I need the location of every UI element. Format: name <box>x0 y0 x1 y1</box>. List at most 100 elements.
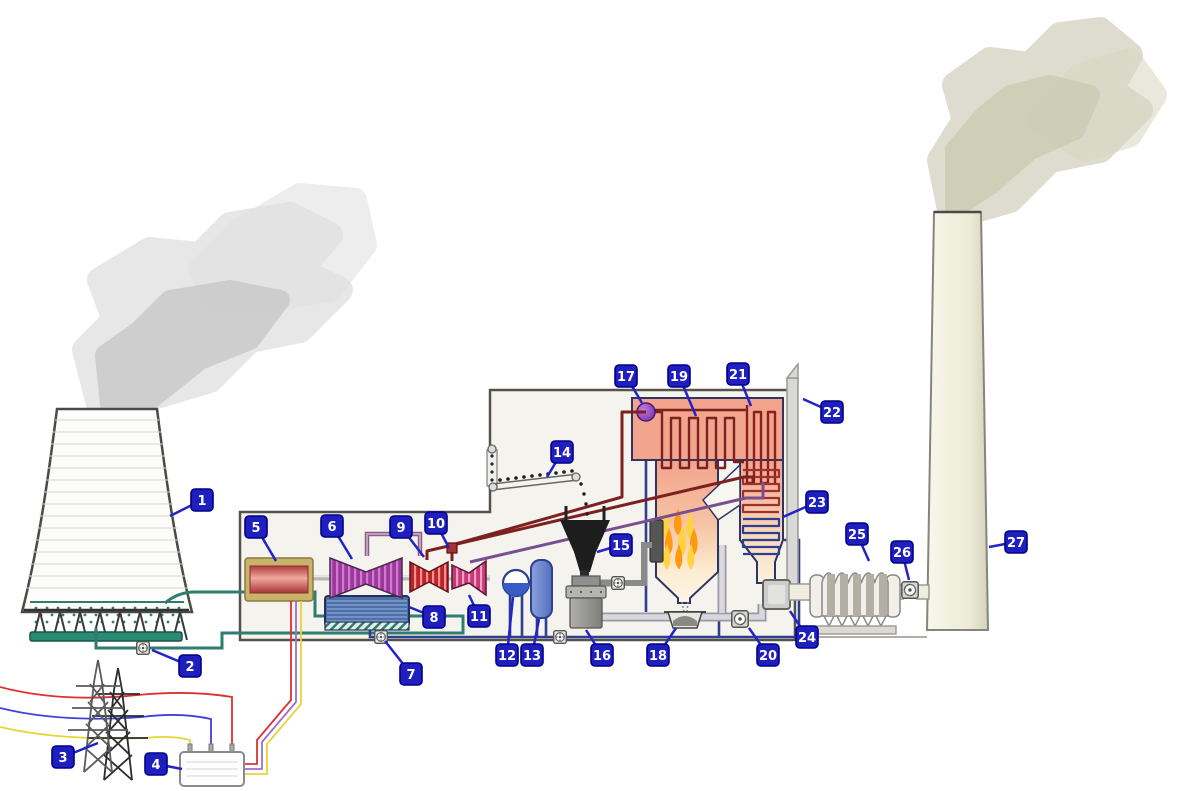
label-box <box>320 514 344 538</box>
cooling-tower-steam-plume <box>72 183 377 421</box>
label-number: 22 <box>823 406 841 421</box>
hot-reheat-pipe <box>425 475 755 560</box>
air-intake-duct <box>785 361 799 585</box>
generator-lead-red <box>244 601 292 765</box>
diagram-label-2: 2 <box>151 648 202 678</box>
diagram-label-19: 19 <box>667 364 698 417</box>
label-box <box>845 522 869 546</box>
precipitator <box>809 572 901 635</box>
label-box <box>190 488 214 512</box>
label-box <box>178 654 202 678</box>
diagram-label-13: 13 <box>520 618 544 667</box>
coal-hopper <box>560 506 610 580</box>
label-number: 9 <box>396 521 405 536</box>
label-number: 7 <box>406 668 415 683</box>
label-box <box>726 362 750 386</box>
diagram-label-1: 1 <box>169 488 214 518</box>
label-number: 8 <box>429 611 438 626</box>
burner <box>649 519 664 563</box>
coal-on-belt <box>498 469 589 516</box>
forced-draught-fan-icon <box>731 610 749 628</box>
diagram-label-6: 6 <box>320 514 354 560</box>
transformer <box>179 743 245 787</box>
diagram-label-7: 7 <box>384 640 423 686</box>
economiser-coil-upper <box>741 468 781 514</box>
label-number: 3 <box>58 751 67 766</box>
phase-wire-blue <box>0 707 212 748</box>
diagram-label-24: 24 <box>788 610 819 649</box>
label-number: 15 <box>612 539 630 554</box>
diagram-label-11: 11 <box>467 594 491 628</box>
label-box <box>550 440 574 464</box>
phase-wire-red <box>0 686 233 748</box>
diagram-label-18: 18 <box>646 627 678 667</box>
ash-hopper <box>664 611 706 629</box>
label-box <box>399 662 423 686</box>
label-number: 11 <box>470 610 488 625</box>
condenser <box>324 595 410 631</box>
generator-lead-purple <box>244 601 297 770</box>
diagram-label-9: 9 <box>389 515 425 558</box>
diagram-label-21: 21 <box>726 362 753 407</box>
coal-conveyor <box>486 444 589 516</box>
label-box <box>609 533 633 557</box>
label-box <box>389 515 413 539</box>
label-box <box>144 752 168 776</box>
diagram-label-23: 23 <box>782 490 829 519</box>
air-ducts <box>600 545 767 622</box>
lp-turbine <box>329 556 403 600</box>
label-number: 17 <box>617 370 635 385</box>
air-preheater <box>762 579 791 610</box>
boiler-feed-pump-icon <box>553 630 567 644</box>
label-box <box>614 364 638 388</box>
label-number: 20 <box>759 649 777 664</box>
boiler <box>631 397 784 613</box>
label-number: 18 <box>649 649 667 664</box>
diagram-label-26: 26 <box>890 540 914 581</box>
label-box <box>424 511 448 535</box>
label-box <box>795 625 819 649</box>
steam-pipes <box>425 410 765 564</box>
label-number: 10 <box>427 517 445 532</box>
superheater-coil <box>650 410 744 470</box>
hp-turbine <box>451 559 487 597</box>
label-number: 1 <box>197 494 206 509</box>
label-number: 14 <box>553 446 571 461</box>
chimney-stack <box>925 210 990 631</box>
cold-reheat-pipe <box>469 482 765 564</box>
label-box <box>590 643 614 667</box>
label-box <box>890 540 914 564</box>
diagram-label-3: 3 <box>51 741 99 769</box>
feedwater-heater <box>530 559 553 619</box>
label-box <box>667 364 691 388</box>
diagram-label-4: 4 <box>144 752 183 776</box>
generator <box>244 557 314 602</box>
label-box <box>244 515 268 539</box>
label-box <box>756 643 780 667</box>
label-box <box>495 643 519 667</box>
economiser-coil <box>741 517 781 556</box>
label-box <box>51 745 75 769</box>
label-number: 12 <box>498 649 516 664</box>
label-box <box>1004 530 1028 554</box>
steam-governor-valve <box>446 542 458 554</box>
label-box <box>422 605 446 629</box>
induced-draught-fan-icon <box>901 581 919 599</box>
mill-outlet-valve-icon <box>611 576 625 590</box>
label-number: 2 <box>185 660 194 675</box>
diagram-label-15: 15 <box>596 533 633 557</box>
diagram-label-27: 27 <box>988 530 1028 554</box>
label-number: 25 <box>848 528 866 543</box>
diagram-label-16: 16 <box>584 629 614 667</box>
diagram-label-5: 5 <box>244 515 278 562</box>
deaerator <box>501 568 531 598</box>
diagram-label-20: 20 <box>747 627 780 667</box>
pulverizer-mill <box>565 542 652 629</box>
label-number: 26 <box>893 546 911 561</box>
diagram-label-8: 8 <box>408 605 446 629</box>
label-box <box>820 400 844 424</box>
label-number: 23 <box>808 496 826 511</box>
label-number: 27 <box>1007 536 1025 551</box>
label-box <box>805 490 829 514</box>
